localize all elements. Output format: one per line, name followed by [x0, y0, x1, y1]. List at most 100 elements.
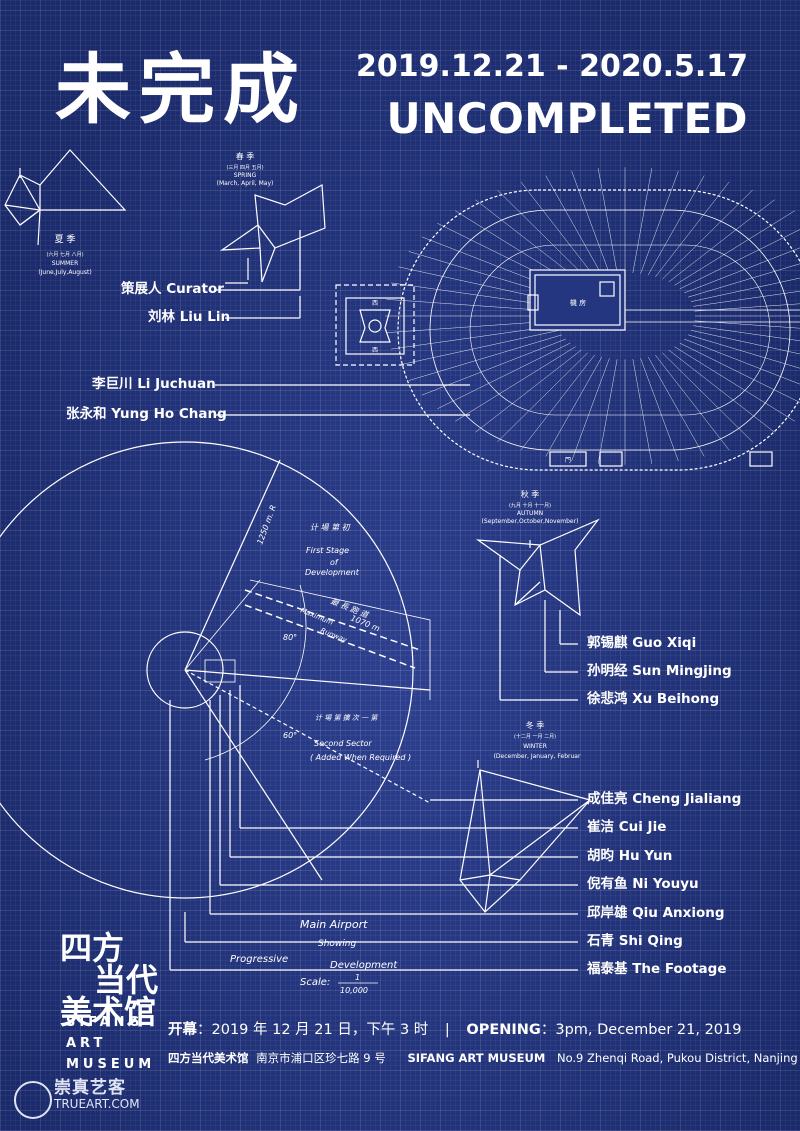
hall-label: 機 房 — [570, 298, 586, 307]
second-sector-line2: ( Added When Required ) — [310, 753, 411, 762]
stadium-ray-line — [520, 181, 595, 278]
artist-name: 孙明经 Sun Mingjing — [587, 663, 732, 679]
stadium-ray-line — [520, 354, 595, 451]
artist-name: 倪有鱼 Ni Youyu — [587, 876, 699, 892]
caption-development: Development — [330, 960, 398, 971]
stadium-ray-line — [390, 282, 557, 307]
first-stage-cn: 计 場 第 初 — [310, 523, 351, 532]
stadium-ray-line — [421, 338, 566, 396]
address-en-name: SIFANG ART MUSEUM — [407, 1051, 546, 1065]
gate-label: 門 — [565, 457, 571, 464]
stadium-ray-line — [694, 303, 800, 312]
stadium-ray-line — [497, 189, 588, 280]
caption-scale-den: 10,000 — [340, 986, 368, 995]
stadium-ray-line — [390, 325, 557, 350]
stadium-ray-line — [475, 349, 582, 433]
autumn-cn-label: 秋 季 — [521, 489, 540, 499]
address-en: No.9 Zhenqi Road, Pukou District, Nanjin… — [556, 1051, 798, 1065]
title-english: UNCOMPLETED — [386, 94, 748, 143]
stadium-ray-line — [386, 320, 556, 333]
summer-en-label: SUMMER — [52, 260, 79, 267]
exhibition-dates: 2019.12.21 - 2020.5.17 — [355, 49, 748, 84]
airport-circle-drawing: 1250 m. R 计 場 第 初 First Stage of Develop… — [0, 441, 431, 899]
stadium-ray-line — [662, 352, 753, 443]
stadium-ray-line — [398, 330, 559, 366]
winter-star-drawing: 冬 季 (十二月 一月 二月) WINTER (December, Januar… — [459, 720, 592, 913]
winter-en-label: WINTER — [523, 743, 547, 750]
stadium-ray-line — [647, 356, 705, 457]
stadium-ray-line — [545, 356, 603, 457]
stadium-ray-line — [674, 346, 795, 422]
first-stage-line2: of — [330, 558, 339, 567]
stadium-ray-line — [597, 168, 618, 273]
artist-name: 徐悲鸿 Xu Beihong — [587, 691, 720, 707]
museum-en-line3: MUSEUM — [66, 1057, 156, 1072]
runway-line1: Maximum — [299, 606, 334, 626]
stadium-ray-line — [691, 277, 800, 302]
opening-info: 开幕：2019 年 12 月 21 日，下午 3 时 | OPENING：3pm… — [168, 1018, 742, 1039]
stadium-ray-line — [655, 181, 730, 278]
caption-showing: Showing — [318, 939, 356, 949]
angle-label-2: 60° — [283, 731, 297, 740]
winter-months-en: (December, January, Februar — [494, 753, 581, 760]
stadium-ray-line — [687, 334, 800, 369]
artist-name: 邱岸雄 Qiu Anxiong — [587, 905, 725, 921]
stadium-ray-line — [571, 170, 610, 274]
stadium-ray-line — [693, 325, 800, 342]
stadium-ray-line — [693, 290, 800, 307]
stadium-ray-line — [386, 299, 556, 312]
stadium-ray-line — [687, 263, 800, 298]
angle-label-1: 80° — [283, 633, 297, 642]
opening-separator: | — [444, 1022, 450, 1038]
stadium-ray-line — [679, 229, 800, 290]
first-stage-line1: First Stage — [306, 546, 349, 555]
opening-en-value: ：3pm, December 21, 2019 — [540, 1022, 742, 1038]
stadium-ray-line — [668, 349, 775, 433]
winter-months-cn: (十二月 一月 二月) — [514, 733, 556, 740]
stadium-ray-line — [437, 342, 571, 409]
stadium-ray-line — [655, 354, 730, 451]
museum-en-line1: SIFANG — [66, 1015, 144, 1030]
stadium-ray-line — [662, 189, 753, 280]
artist-name: 石青 Shi Qing — [587, 933, 683, 949]
opening-cn-value: ：2019 年 12 月 21 日，下午 3 时 — [197, 1022, 429, 1038]
credit-person-1: 李巨川 Li Juchuan — [92, 376, 216, 392]
autumn-months-cn: (九月 十月 十一月) — [509, 502, 551, 509]
title-chinese: 未完成 — [55, 45, 307, 134]
stadium-ray-line — [694, 320, 800, 329]
stadium-ray-line — [497, 352, 588, 443]
artist-name: 胡昀 Hu Yun — [587, 848, 673, 864]
second-sector-line1: Second Sector — [314, 739, 372, 748]
runway-line2: Runway — [319, 626, 349, 644]
caption-main-airport: Main Airport — [300, 918, 368, 931]
museum-logo-line3: 美术馆 — [60, 993, 157, 1031]
stadium-ray-line — [632, 359, 653, 464]
pavilion-plan-drawing: 西 西 — [335, 284, 415, 366]
spring-months-cn: (三月 四月 五月) — [226, 165, 263, 171]
stadium-ray-line — [545, 175, 603, 276]
autumn-en-label: AUTUMN — [517, 510, 543, 517]
spring-months-en: (March, April, May) — [217, 180, 274, 187]
stadium-ray-line — [684, 247, 800, 294]
first-stage-line3: Development — [305, 568, 360, 577]
pavilion-top-label: 西 — [372, 300, 378, 307]
stadium-ray-line — [684, 338, 800, 385]
watermark: 崇真艺客 TRUEART.COM — [54, 1078, 140, 1110]
airport-caption: Main Airport Showing Progressive Develop… — [230, 918, 398, 995]
artist-name: 福泰基 The Footage — [587, 961, 727, 977]
museum-logo: 四方 当代 美术馆 — [60, 932, 158, 1028]
summer-months-cn: (六月 七月 八月) — [46, 251, 83, 258]
caption-scale: Scale: — [300, 977, 330, 988]
museum-logo-line1: 四方 — [60, 929, 125, 967]
museum-logo-line2: 当代 — [94, 961, 159, 999]
stadium-ray-line — [679, 342, 800, 403]
watermark-cn: 崇真艺客 — [54, 1078, 126, 1098]
artist-leader-lines — [169, 685, 578, 971]
winter-cn-label: 冬 季 — [526, 720, 545, 730]
stadium-ray-line — [597, 359, 618, 464]
summer-star-drawing: 夏 季 (六月 七月 八月) SUMMER (June,July,August) — [4, 149, 127, 276]
stadium-ray-line — [640, 170, 679, 274]
caption-progressive: Progressive — [230, 954, 288, 965]
